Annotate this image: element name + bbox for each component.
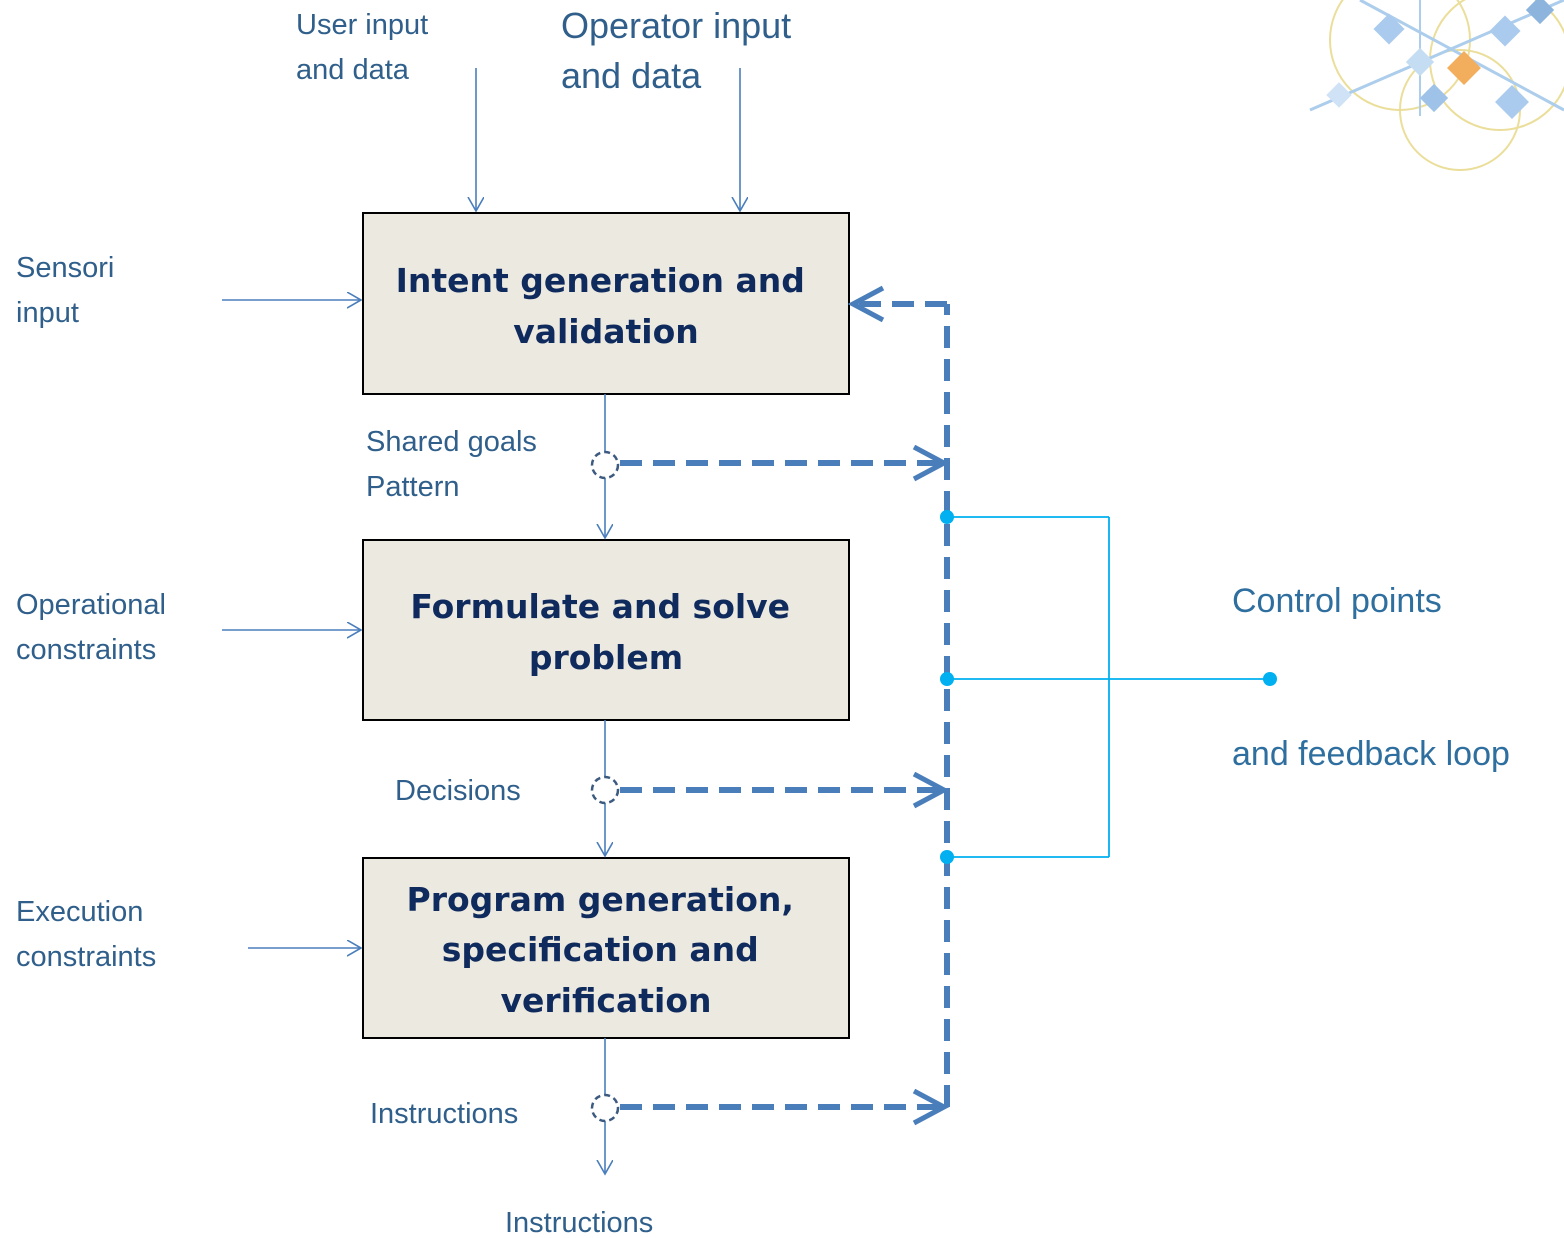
control-node	[590, 1093, 620, 1123]
user-input-label: User input and data	[296, 9, 436, 86]
sensori-input-label: Sensori input	[16, 252, 122, 329]
control-node	[590, 450, 620, 480]
control-point-dot	[940, 510, 954, 524]
svg-text:Program generation, spec: Program generation, specification and ve…	[407, 880, 806, 1020]
formulate-problem-box: Formulate and solve problem	[362, 539, 850, 721]
svg-text:Intent generation and va: Intent generation and validation	[396, 261, 817, 351]
control-point-dot	[1263, 672, 1277, 686]
decisions-label: Decisions	[395, 775, 521, 807]
shared-goals-label: Shared goals Pattern	[366, 426, 545, 503]
control-node	[590, 775, 620, 805]
control-point-dot	[940, 672, 954, 686]
instructions-mid-label: Instructions	[370, 1098, 518, 1130]
control-points-bracket	[940, 510, 1277, 864]
feedback-loop-label: and feedback loop	[1232, 735, 1510, 773]
program-generation-box: Program generation, specification and ve…	[362, 857, 850, 1039]
network-logo-icon	[1309, 0, 1564, 171]
operational-constraints-label: Operational constraints	[16, 589, 174, 666]
execution-constraints-label: Execution constraints	[16, 896, 156, 973]
control-point-dot	[940, 850, 954, 864]
instructions-output-label: Instructions	[505, 1207, 653, 1238]
svg-text:Formulate and solve prob: Formulate and solve problem	[410, 587, 801, 677]
control-points-label: Control points	[1232, 582, 1442, 620]
operator-input-label: Operator input and data	[561, 5, 801, 96]
intent-generation-box: Intent generation and validation	[362, 212, 850, 395]
